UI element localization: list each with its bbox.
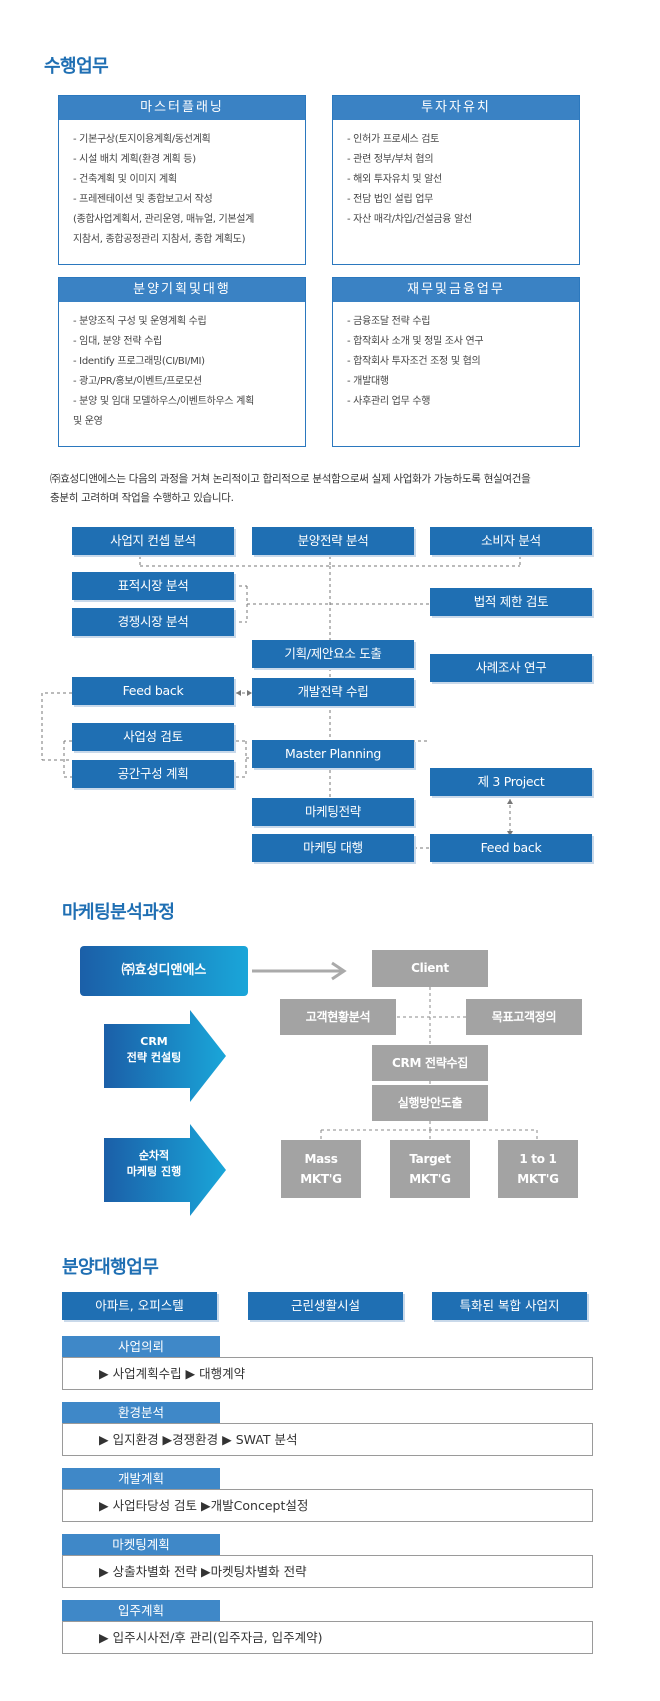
flow-dev-strategy: 개발전략 수립 xyxy=(252,678,414,706)
crm-strategy-box: CRM 전략수집 xyxy=(372,1045,488,1081)
list-item: - 기본구상(토지이용계획/동선계획 xyxy=(73,134,211,145)
box-line: Target xyxy=(409,1152,451,1166)
crm-consulting-label: CRM 전략 컨설팅 xyxy=(104,1034,204,1066)
list-item: 및 운영 xyxy=(73,416,103,427)
section-title-marketing: 마케팅분석과정 xyxy=(62,902,175,923)
card-sales-planning: 분양기획및대행 - 분양조직 구성 및 운영계획 수립 - 임대, 분양 전략 … xyxy=(58,277,306,447)
arrow-label-line: CRM xyxy=(140,1035,168,1048)
flow-space-plan: 공간구성 계획 xyxy=(72,760,234,788)
flow-sales-strategy: 분양전략 분석 xyxy=(252,527,414,555)
list-item: - 합작회사 투자조건 조정 및 협의 xyxy=(347,356,481,367)
marketing-graphics xyxy=(80,946,538,1216)
list-item: - 개발대행 xyxy=(347,376,389,387)
list-item: - 합작회사 소개 및 정밀 조사 연구 xyxy=(347,336,484,347)
tab-move-in: 입주계획 xyxy=(62,1600,220,1622)
box-line: MKT'G xyxy=(300,1172,342,1186)
flow-consumer: 소비자 분석 xyxy=(430,527,592,555)
one-to-one-marketing-box: 1 to 1 MKT'G xyxy=(498,1140,578,1198)
list-item: - 사후관리 업무 수행 xyxy=(347,396,431,407)
tab-project-request: 사업의뢰 xyxy=(62,1336,220,1358)
crm-consulting-arrow xyxy=(104,1010,226,1102)
card-title: 마스터플래닝 xyxy=(59,96,305,120)
card-list: - 분양조직 구성 및 운영계획 수립 - 임대, 분양 전략 수립 - Ide… xyxy=(59,302,305,442)
intro-line: ㈜효성디앤에스는 다음의 과정을 거쳐 논리적이고 합리적으로 분석함으로써 실… xyxy=(50,473,531,485)
type-complex: 특화된 복합 사업지 xyxy=(432,1292,587,1320)
list-item: - 프레젠테이션 및 종합보고서 작성 xyxy=(73,194,213,205)
row-marketing-plan: ▶ 상출차별화 전략 ▶마켓팅차별화 전략 xyxy=(62,1555,593,1588)
card-title: 재무및금융업무 xyxy=(333,278,579,302)
card-title: 분양기획및대행 xyxy=(59,278,305,302)
card-list: - 금융조달 전략 수립 - 합작회사 소개 및 정밀 조사 연구 - 합작회사… xyxy=(333,302,579,422)
company-box xyxy=(80,946,248,996)
flow-marketing-strategy: 마케팅전략 xyxy=(252,798,414,826)
list-item: - 시설 배치 계획(환경 계획 등) xyxy=(73,154,196,165)
section-title-sales-agency: 분양대행업무 xyxy=(62,1257,159,1278)
flow-feedback-left: Feed back xyxy=(72,677,234,705)
flow-master-planning: Master Planning xyxy=(252,740,414,768)
flow-site-concept: 사업지 컨셉 분석 xyxy=(72,527,234,555)
intro-paragraph: ㈜효성디앤에스는 다음의 과정을 거쳐 논리적이고 합리적으로 분석함으로써 실… xyxy=(50,470,620,508)
tab-environment: 환경분석 xyxy=(62,1402,220,1424)
customer-analysis-box: 고객현황분석 xyxy=(280,999,396,1035)
list-item: - 분양 및 임대 모델하우스/이벤트하우스 계획 xyxy=(73,396,254,407)
mass-marketing-box: Mass MKT'G xyxy=(281,1140,361,1198)
flow-compete-market: 경쟁시장 분석 xyxy=(72,608,234,636)
tab-marketing-plan: 마켓팅계획 xyxy=(62,1534,220,1556)
row-project-request: ▶ 사업계획수립 ▶ 대행계약 xyxy=(62,1357,593,1390)
row-environment: ▶ 입지환경 ▶경쟁환경 ▶ SWAT 분석 xyxy=(62,1423,593,1456)
sequential-marketing-arrow xyxy=(104,1124,226,1216)
flow-case-study: 사례조사 연구 xyxy=(430,654,592,682)
target-definition-box: 목표고객정의 xyxy=(466,999,582,1035)
list-item: - 금융조달 전략 수립 xyxy=(347,316,431,327)
sequential-marketing-label: 순차적 마케팅 진행 xyxy=(104,1148,204,1180)
list-item: (종합사업계획서, 관리운영, 매뉴얼, 기본설계 xyxy=(73,214,255,225)
row-development: ▶ 사업타당성 검토 ▶개발Concept설정 xyxy=(62,1489,593,1522)
box-line: MKT'G xyxy=(517,1172,559,1186)
list-item: - 해외 투자유치 및 알선 xyxy=(347,174,442,185)
list-item: - 자산 매각/차입/건설금융 알선 xyxy=(347,214,472,225)
type-neighborhood: 근린생활시설 xyxy=(248,1292,403,1320)
flow-target-market: 표적시장 분석 xyxy=(72,572,234,600)
flow-feedback-right: Feed back xyxy=(430,834,592,862)
list-item: - 인허가 프로세스 검토 xyxy=(347,134,440,145)
intro-line: 충분히 고려하며 작업을 수행하고 있습니다. xyxy=(50,492,234,504)
list-item: - 임대, 분양 전략 수립 xyxy=(73,336,162,347)
tab-development: 개발계획 xyxy=(62,1468,220,1490)
card-investment: 투자자유치 - 인허가 프로세스 검토 - 관련 정부/부처 협의 - 해외 투… xyxy=(332,95,580,265)
card-finance: 재무및금융업무 - 금융조달 전략 수립 - 합작회사 소개 및 정밀 조사 연… xyxy=(332,277,580,447)
card-list: - 인허가 프로세스 검토 - 관련 정부/부처 협의 - 해외 투자유치 및 … xyxy=(333,120,579,240)
arrow-label-line: 마케팅 진행 xyxy=(126,1165,182,1178)
list-item: 지참서, 종합공정관리 지참서, 종합 계획도) xyxy=(73,234,246,245)
section-title-services: 수행업무 xyxy=(44,56,109,77)
type-apartment: 아파트, 오피스텔 xyxy=(62,1292,217,1320)
card-master-planning: 마스터플래닝 - 기본구상(토지이용계획/동선계획 - 시설 배치 계획(환경 … xyxy=(58,95,306,265)
flow-legal: 법적 제한 검토 xyxy=(430,588,592,616)
box-line: MKT'G xyxy=(409,1172,451,1186)
flow-marketing-agency: 마케팅 대행 xyxy=(252,834,414,862)
list-item: - 전담 법인 설립 업무 xyxy=(347,194,434,205)
arrow-label-line: 순차적 xyxy=(138,1149,170,1162)
card-title: 투자자유치 xyxy=(333,96,579,120)
box-line: Mass xyxy=(304,1152,338,1166)
list-item: - 관련 정부/부처 협의 xyxy=(347,154,434,165)
flow-feasibility: 사업성 검토 xyxy=(72,723,234,751)
target-marketing-box: Target MKT'G xyxy=(390,1140,470,1198)
company-name: ㈜효성디앤에스 xyxy=(121,963,207,978)
client-box: Client xyxy=(372,950,488,987)
list-item: - 광고/PR/홍보/이벤트/프로모션 xyxy=(73,376,202,387)
execution-box: 실행방안도출 xyxy=(372,1085,488,1121)
list-item: - 분양조직 구성 및 운영계획 수립 xyxy=(73,316,207,327)
box-line: 1 to 1 xyxy=(519,1152,557,1166)
list-item: - Identify 프로그래밍(CI/BI/MI) xyxy=(73,356,205,367)
card-list: - 기본구상(토지이용계획/동선계획 - 시설 배치 계획(환경 계획 등) -… xyxy=(59,120,305,260)
arrow-label-line: 전략 컨설팅 xyxy=(126,1051,182,1064)
flow-plan-elements: 기획/제안요소 도출 xyxy=(252,640,414,668)
flow-third-project: 제 3 Project xyxy=(430,768,592,796)
row-move-in: ▶ 입주시사전/후 관리(입주자금, 입주계약) xyxy=(62,1621,593,1654)
list-item: - 건축계획 및 이미지 계획 xyxy=(73,174,177,185)
